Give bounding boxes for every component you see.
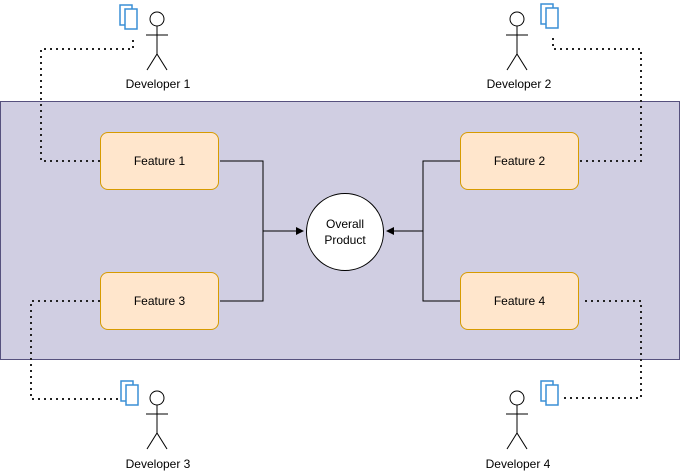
document-stack-icon (119, 4, 138, 30)
feature-2-box[interactable]: Feature 2 (460, 132, 579, 190)
stick-figure-icon (506, 11, 528, 71)
overall-product-node[interactable]: Overall Product (306, 193, 384, 271)
link-developer1-feature1 (40, 40, 134, 162)
connector-feature1-product (220, 160, 304, 235)
stick-figure-icon (506, 390, 528, 450)
link-developer3-feature3 (30, 300, 118, 400)
product-label-line1: Overall (325, 217, 364, 231)
connector-feature4-product (422, 231, 460, 302)
feature-3-box[interactable]: Feature 3 (100, 272, 219, 330)
feature-1-box[interactable]: Feature 1 (100, 132, 219, 190)
developer-3-label: Developer 3 (125, 457, 191, 471)
stick-figure-icon (146, 390, 168, 450)
developer-4-label: Developer 4 (485, 457, 551, 471)
document-stack-icon (540, 3, 559, 29)
product-label-line2: Product (324, 233, 366, 247)
stick-figure-icon (146, 11, 168, 71)
link-developer2-feature2 (552, 38, 642, 162)
feature-4-box[interactable]: Feature 4 (460, 272, 579, 330)
connector-feature3-product (220, 231, 264, 302)
connector-feature2-product (386, 160, 460, 235)
developer-1-label: Developer 1 (125, 77, 191, 91)
document-stack-icon (120, 380, 139, 406)
document-stack-icon (540, 380, 559, 406)
developer-2-label: Developer 2 (486, 77, 552, 91)
